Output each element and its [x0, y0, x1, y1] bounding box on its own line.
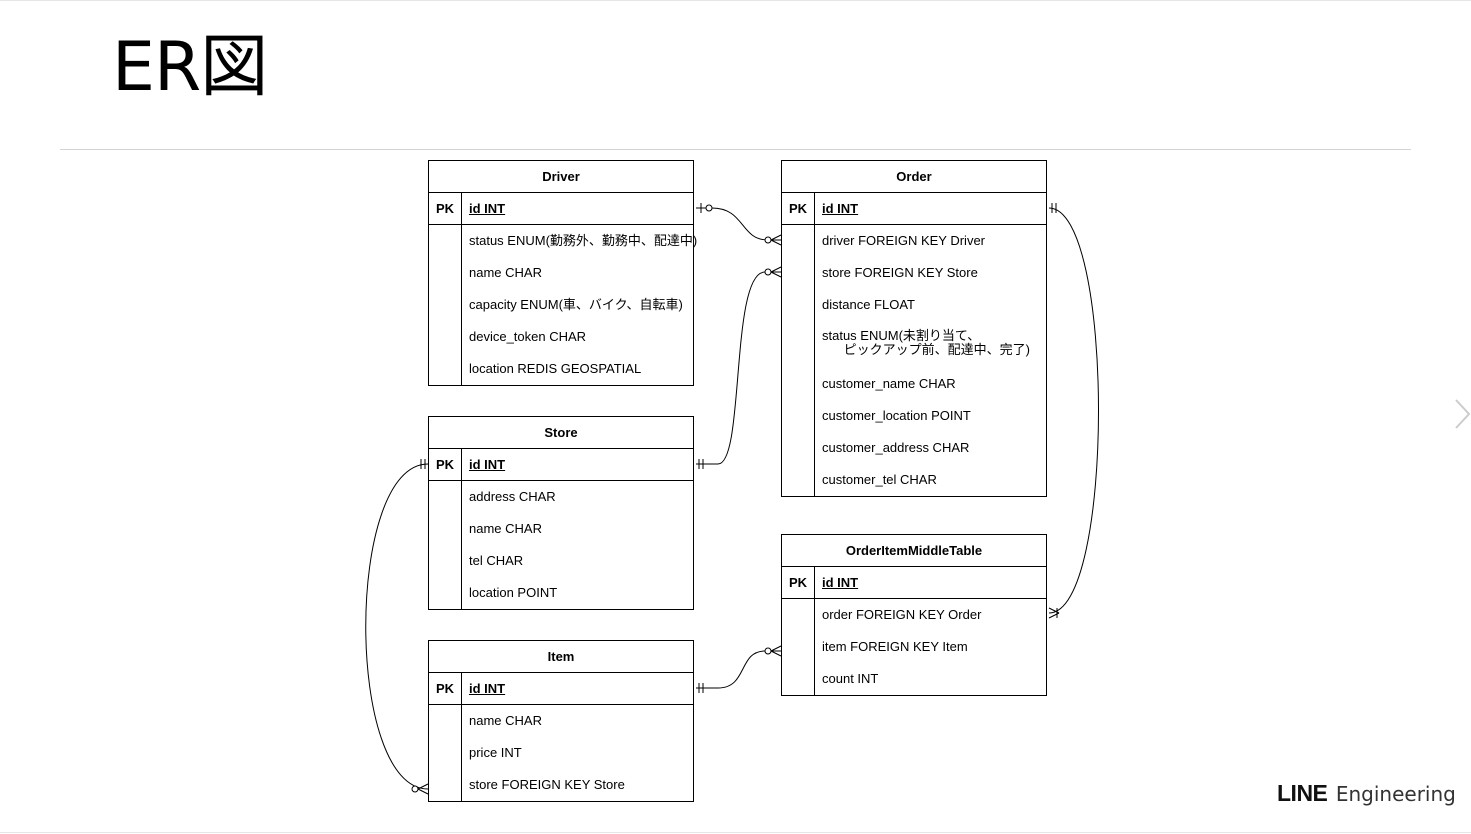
- entity-driver-pk-row: PK id INT: [429, 193, 693, 225]
- relation-driver-order: [696, 203, 782, 246]
- entity-store-fields: address CHAR name CHAR tel CHAR location…: [429, 481, 693, 609]
- relation-store-order: [696, 266, 782, 469]
- field-row: price INT: [469, 745, 522, 760]
- title-divider: [60, 149, 1411, 150]
- field-row: customer_name CHAR: [822, 376, 956, 391]
- pk-label: PK: [788, 201, 808, 216]
- entity-order-item-name: OrderItemMiddleTable: [782, 535, 1046, 567]
- field-row: status ENUM(未割り当て、 ピックアップ前、配達中、完了): [822, 328, 1031, 357]
- relation-store-item: [365, 459, 429, 795]
- field-row: driver FOREIGN KEY Driver: [822, 233, 986, 248]
- pk-label: PK: [435, 201, 455, 216]
- entity-order-fields: driver FOREIGN KEY Driver store FOREIGN …: [782, 225, 1046, 496]
- pk-label: PK: [788, 575, 808, 590]
- entity-store: Store PK id INT address CHAR name CHAR t…: [428, 416, 694, 610]
- field-row: tel CHAR: [469, 553, 524, 568]
- pk-field: id INT: [469, 201, 506, 216]
- entity-order: Order PK id INT driver FOREIGN KEY Drive…: [781, 160, 1047, 497]
- field-row: order FOREIGN KEY Order: [822, 607, 982, 622]
- field-row: store FOREIGN KEY Store: [469, 777, 625, 792]
- field-row: name CHAR: [469, 521, 542, 536]
- entity-store-pk-row: PK id INT: [429, 449, 693, 481]
- field-row: customer_location POINT: [822, 408, 971, 423]
- field-row: item FOREIGN KEY Item: [822, 639, 968, 654]
- entity-driver-fields: status ENUM(勤務外、勤務中、配達中) name CHAR capac…: [429, 225, 698, 385]
- entity-order-name: Order: [782, 161, 1046, 193]
- field-row: location REDIS GEOSPATIAL: [469, 361, 642, 376]
- field-row: name CHAR: [469, 265, 542, 280]
- next-slide-chevron-icon[interactable]: [1453, 398, 1471, 430]
- entity-order-item-pk-row: PK id INT: [782, 567, 1046, 599]
- top-border: [0, 0, 1471, 1]
- field-row: store FOREIGN KEY Store: [822, 265, 978, 280]
- field-row: name CHAR: [469, 713, 542, 728]
- page-title: ER図: [112, 28, 268, 107]
- entity-order-item-fields: order FOREIGN KEY Order item FOREIGN KEY…: [782, 599, 1046, 695]
- entity-order-item-middle-table: OrderItemMiddleTable PK id INT order FOR…: [781, 534, 1047, 696]
- pk-label: PK: [435, 457, 455, 472]
- field-row: count INT: [822, 671, 879, 686]
- entity-driver: Driver PK id INT status ENUM(勤務外、勤務中、配達中…: [428, 160, 698, 386]
- entity-store-name: Store: [429, 417, 693, 449]
- entity-item-name: Item: [429, 641, 693, 673]
- pk-field: id INT: [822, 201, 859, 216]
- pk-field: id INT: [469, 457, 506, 472]
- field-row: capacity ENUM(車、バイク、自転車): [469, 297, 683, 312]
- pk-label: PK: [435, 681, 455, 696]
- entity-item-fields: name CHAR price INT store FOREIGN KEY St…: [429, 705, 693, 801]
- field-row: location POINT: [469, 585, 558, 600]
- entity-item: Item PK id INT name CHAR price INT store…: [428, 640, 694, 802]
- field-row: device_token CHAR: [469, 329, 587, 344]
- pk-field: id INT: [822, 575, 859, 590]
- bottom-border: [0, 832, 1471, 833]
- brand-engineering-text: Engineering: [1335, 782, 1456, 806]
- field-row: status ENUM(勤務外、勤務中、配達中): [469, 233, 698, 248]
- field-row: distance FLOAT: [822, 297, 915, 312]
- field-row: address CHAR: [469, 489, 556, 504]
- line-engineering-logo: LINE Engineering: [1277, 780, 1456, 807]
- entity-driver-name: Driver: [429, 161, 693, 193]
- relation-order-orderitem: [1048, 203, 1099, 619]
- entity-order-pk-row: PK id INT: [782, 193, 1046, 225]
- field-row: customer_tel CHAR: [822, 472, 937, 487]
- field-row: customer_address CHAR: [822, 440, 970, 455]
- entity-item-pk-row: PK id INT: [429, 673, 693, 705]
- brand-line-text: LINE: [1277, 780, 1328, 806]
- pk-field: id INT: [469, 681, 506, 696]
- relation-item-orderitem: [696, 645, 782, 693]
